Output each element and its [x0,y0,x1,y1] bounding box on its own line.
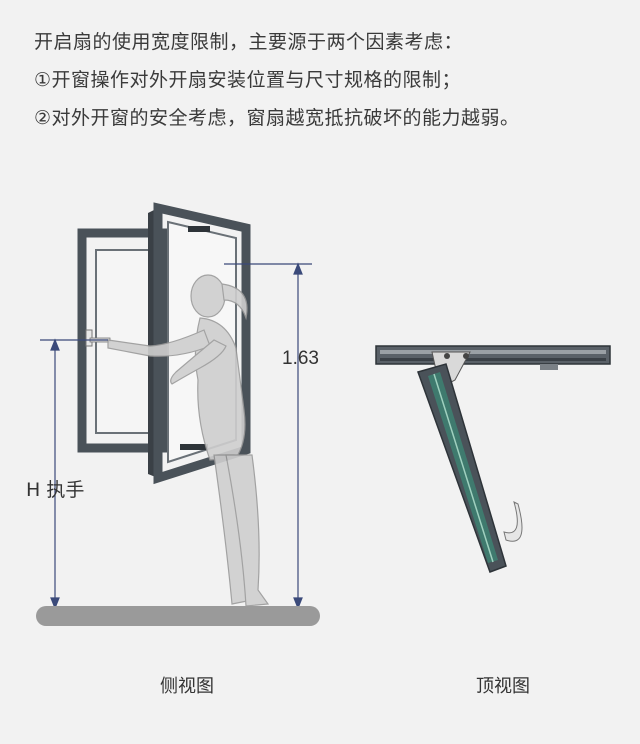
handle-dimension [40,338,108,610]
intro-line-1: 开启扇的使用宽度限制，主要源于两个因素考虑： [34,31,464,53]
floor-bar [36,606,320,626]
side-view-caption: 侧视图 [160,676,214,697]
intro-line-2: ①开窗操作对外开扇安装位置与尺寸规格的限制； [34,69,462,91]
top-view-caption: 顶视图 [476,676,530,697]
height-dimension [224,262,312,610]
height-label: 1.63 [282,348,319,369]
person-silhouette [107,274,270,607]
intro-line-3: ②对外开窗的安全考虑，窗扇越宽抵抗破坏的能力越弱。 [34,107,520,129]
intro-text: 开启扇的使用宽度限制，主要源于两个因素考虑： ①开窗操作对外开扇安装位置与尺寸规… [34,30,624,144]
top-view-window [375,345,611,573]
handle-label: H 执手 [26,479,84,501]
